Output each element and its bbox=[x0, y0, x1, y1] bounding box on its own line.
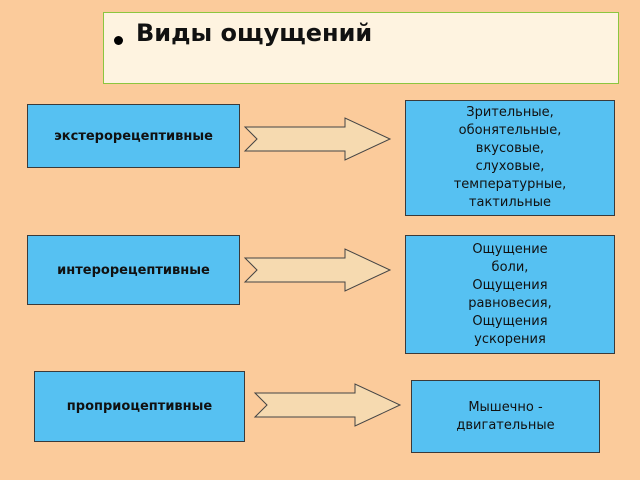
arrow-right-icon bbox=[243, 248, 392, 292]
target-box-interoceptive: Ощущение боли, Ощущения равновесия, Ощущ… bbox=[405, 235, 615, 354]
target-label: Ощущение боли, Ощущения равновесия, Ощущ… bbox=[468, 241, 552, 347]
title-box: Виды ощущений bbox=[103, 12, 619, 84]
page-title: Виды ощущений bbox=[136, 19, 373, 47]
source-box-interoceptive: интерорецептивные bbox=[27, 235, 240, 305]
source-label: проприоцептивные bbox=[66, 399, 213, 414]
target-box-exteroceptive: Зрительные, обонятельные, вкусовые, слух… bbox=[405, 100, 615, 216]
source-label: экстерорецептивные bbox=[54, 128, 213, 144]
target-label: Мышечно - двигательные bbox=[456, 399, 555, 433]
source-label: интерорецептивные bbox=[57, 262, 210, 278]
arrow-right-icon bbox=[253, 383, 402, 427]
bullet-icon bbox=[114, 36, 123, 45]
target-label: Зрительные, обонятельные, вкусовые, слух… bbox=[453, 105, 567, 210]
target-box-proprioceptive: Мышечно - двигательные bbox=[411, 380, 600, 453]
source-box-proprioceptive: проприоцептивные bbox=[34, 371, 245, 442]
arrow-right-icon bbox=[243, 117, 392, 161]
source-box-exteroceptive: экстерорецептивные bbox=[27, 104, 240, 168]
